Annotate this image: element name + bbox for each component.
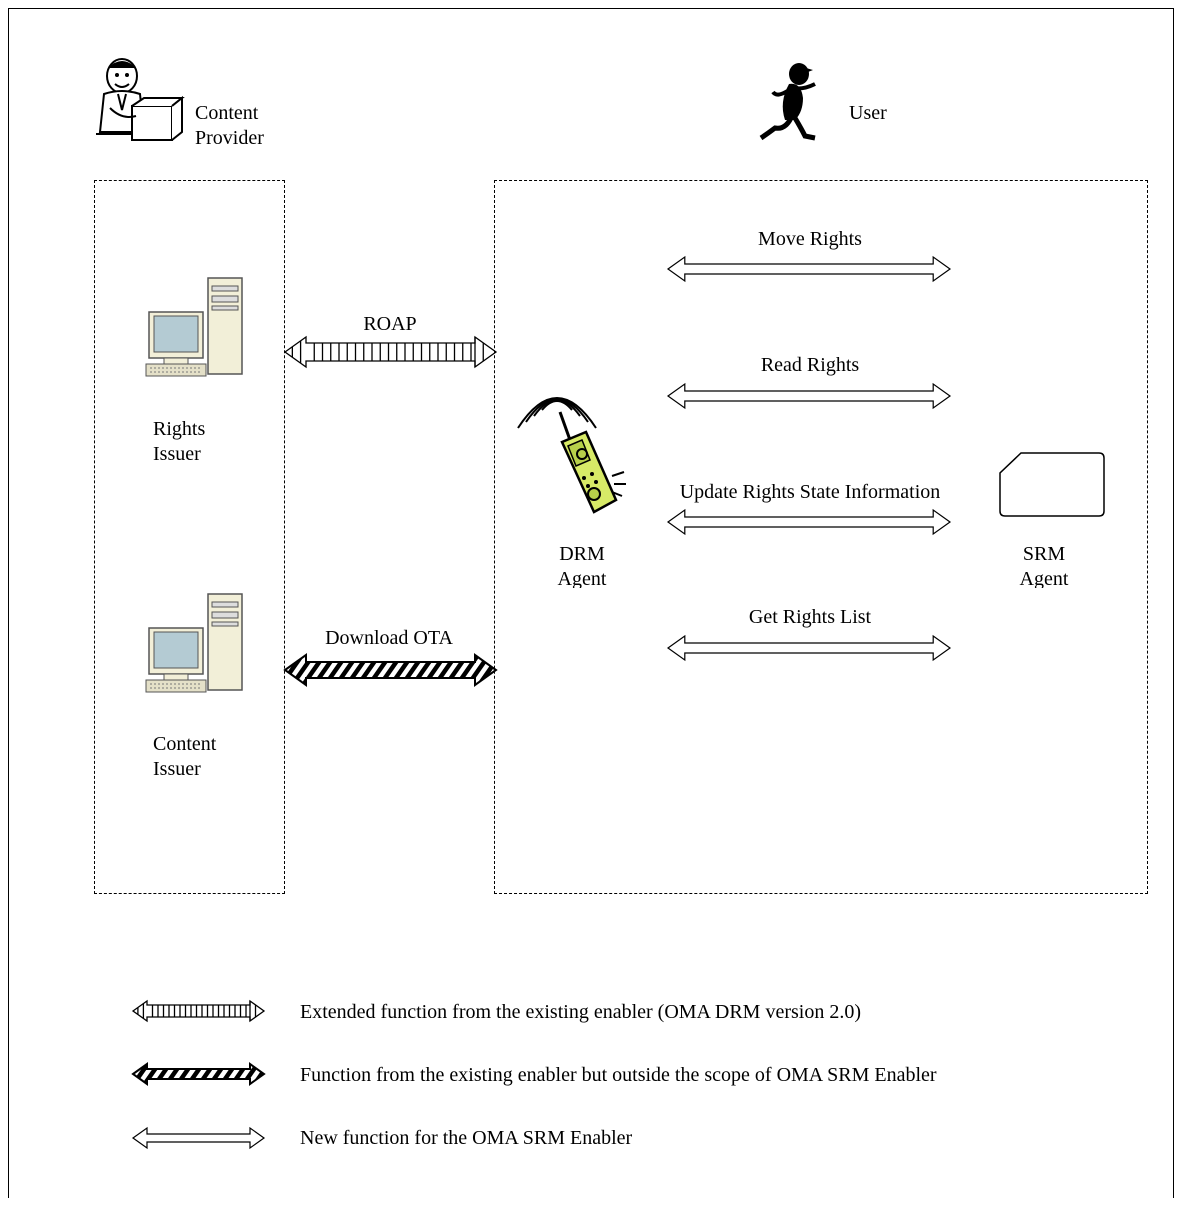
content-provider-label: Content Provider — [195, 102, 264, 149]
businessman-with-box-icon — [96, 58, 185, 141]
legend-item-hatched-text: Function from the existing enabler but o… — [300, 1064, 937, 1086]
legend-hollow-arrow — [131, 1126, 266, 1150]
roap-label: ROAP — [363, 313, 417, 335]
move-rights-label: Move Rights — [758, 228, 862, 250]
move-rights-arrow — [666, 255, 952, 283]
mobile-phone-icon — [517, 397, 626, 514]
legend-hatched-arrow — [131, 1062, 266, 1086]
update-rights-state-label: Update Rights State Information — [679, 481, 941, 503]
content-provider-box — [94, 180, 285, 894]
roap-arrow — [283, 335, 498, 369]
rights-issuer-label: Rights Issuer — [153, 418, 206, 465]
get-rights-list-label: Get Rights List — [748, 606, 872, 628]
read-rights-arrow — [666, 382, 952, 410]
drm-agent-label: DRM Agent — [557, 543, 607, 588]
download-ota-label: Download OTA — [325, 627, 453, 649]
legend-item-ladder-text: Extended function from the existing enab… — [300, 1001, 861, 1023]
content-issuer-label: Content Issuer — [153, 733, 217, 780]
diagram-frame — [8, 8, 1174, 1198]
desktop-computer-icon — [145, 277, 243, 377]
download-ota-arrow — [283, 653, 498, 687]
user-box — [494, 180, 1148, 894]
user-label: User — [849, 102, 887, 124]
read-rights-label: Read Rights — [760, 354, 860, 376]
legend-item-hollow-text: New function for the OMA SRM Enabler — [300, 1127, 633, 1149]
desktop-computer-icon — [145, 593, 243, 693]
srm-agent-label: SRM Agent — [1019, 543, 1069, 588]
get-rights-list-arrow — [666, 634, 952, 662]
memory-card-icon — [999, 452, 1105, 517]
running-person-icon — [759, 63, 816, 141]
update-rights-state-arrow — [666, 508, 952, 536]
legend-ladder-arrow — [131, 999, 266, 1023]
